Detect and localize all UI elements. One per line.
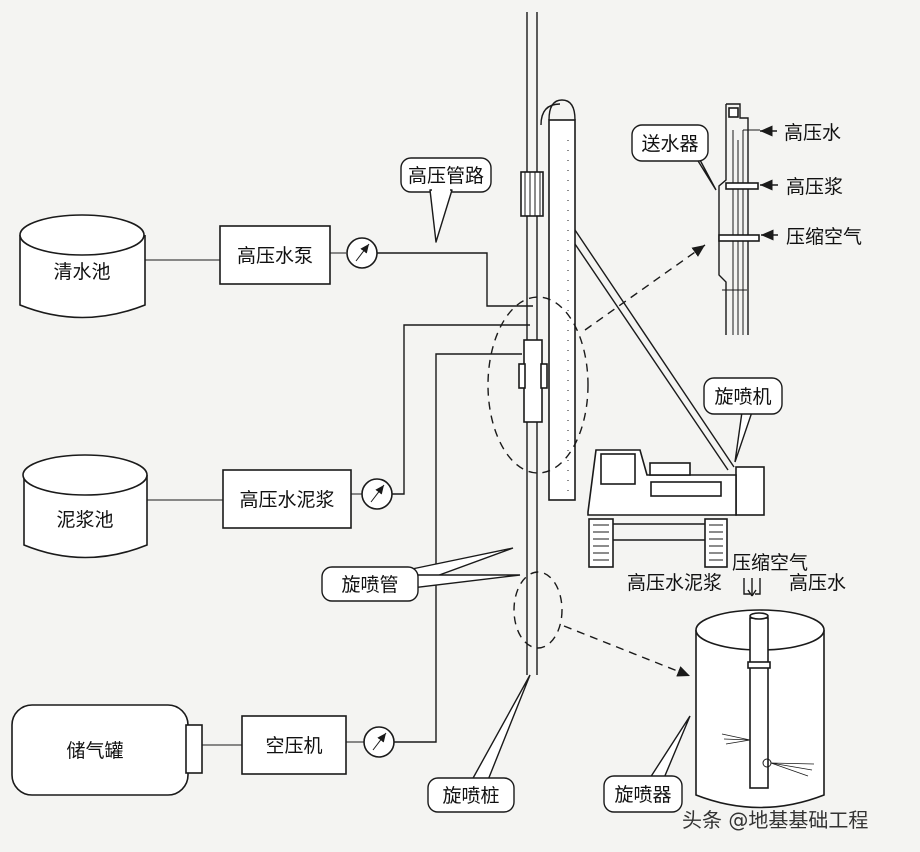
callout-water-feeder: 送水器 [631, 124, 717, 191]
air-compressor: 空压机 [241, 715, 347, 775]
high-pressure-slurry-pump: 高压水泥浆 [222, 469, 352, 529]
flow-label-slurry: 高压水泥浆 [627, 572, 722, 594]
watermark: 头条 @地基基础工程 [682, 808, 869, 832]
callout-jet-pipe: 旋喷管 [321, 547, 521, 602]
callout-jet-nozzle-text: 旋喷器 [614, 784, 671, 806]
callout-jet-pipe-text: 旋喷管 [341, 574, 398, 596]
flow-label-water: 高压水 [789, 572, 846, 594]
nozzle-zoom-arrow [563, 625, 691, 677]
clear-water-label: 清水池 [53, 261, 110, 283]
gauge-icon [351, 478, 393, 510]
high-pressure-pump: 高压水泵 [219, 225, 331, 285]
callout-jet-rig-text: 旋喷机 [714, 386, 771, 408]
callout-jet-rig: 旋喷机 [703, 377, 783, 463]
flow-label-air: 压缩空气 [732, 552, 808, 574]
nozzle-zoom-ellipse [513, 571, 563, 649]
feeder-input-water: 高压水 [784, 122, 841, 144]
callout-jet-nozzle: 旋喷器 [603, 715, 691, 813]
pipeline-water [377, 252, 533, 307]
feeder-zoom-arrow [584, 244, 706, 331]
slurry-tank: 泥浆池 [22, 454, 148, 559]
rig-mast [540, 99, 576, 501]
callout-jet-pile-text: 旋喷桩 [442, 785, 499, 807]
air-storage-tank: 储气罐 [11, 704, 203, 796]
pipeline-slurry [392, 324, 530, 495]
callout-jet-pile: 旋喷桩 [427, 674, 531, 813]
slurry-pump-label: 高压水泥浆 [239, 489, 334, 511]
jet-rig-machine [574, 229, 765, 568]
water-feeder-swivel [518, 339, 548, 423]
compressor-label: 空压机 [265, 735, 322, 757]
flow-arrows-icon [743, 578, 761, 597]
rod-clamp-top [520, 171, 544, 217]
pump-label: 高压水泵 [237, 245, 313, 267]
feeder-zoom-ellipse [487, 296, 589, 474]
callout-pipeline-text: 高压管路 [408, 165, 484, 187]
slurry-label: 泥浆池 [56, 509, 113, 531]
feeder-input-slurry: 高压浆 [786, 176, 843, 198]
jet-pile-column [695, 609, 825, 809]
clear-water-tank: 清水池 [19, 214, 146, 319]
air-tank-label: 储气罐 [66, 740, 123, 762]
callout-pipeline: 高压管路 [400, 157, 492, 243]
feeder-input-air: 压缩空气 [786, 226, 862, 248]
pipeline-air [394, 353, 522, 743]
gauge-icon [330, 237, 378, 269]
water-feeder-detail [718, 103, 760, 335]
gauge-icon [346, 726, 395, 758]
callout-water-feeder-text: 送水器 [641, 133, 698, 155]
